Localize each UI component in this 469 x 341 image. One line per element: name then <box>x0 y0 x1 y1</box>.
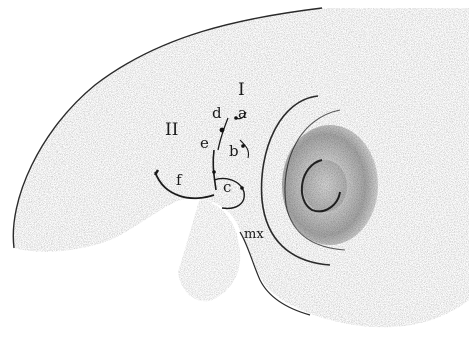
label-e: e <box>200 134 209 152</box>
label-c: c <box>223 178 231 196</box>
head-outline <box>13 8 469 327</box>
region-label-second: II <box>165 120 178 140</box>
label-b: b <box>229 142 239 160</box>
label-a: a <box>238 104 247 122</box>
label-mx: mx <box>244 227 264 242</box>
label-d: d <box>212 104 222 122</box>
region-label-first: I <box>238 80 245 100</box>
